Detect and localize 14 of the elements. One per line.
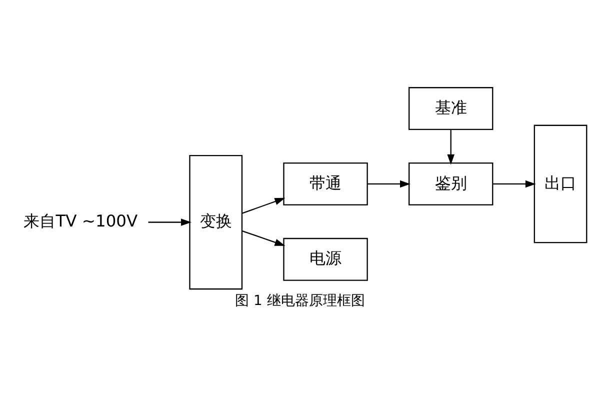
arrow [148,218,192,226]
node-box: 鉴别 [408,162,494,205]
caption: 图 1 继电器原理框图 [235,292,365,308]
arrow [447,129,455,164]
node-box: 带通 [283,162,368,205]
arrow [242,230,286,246]
node-box: 基准 [408,86,494,130]
node-text: 来自TV ~100V [24,211,138,230]
arrow [242,197,286,214]
node-box: 出口 [534,124,588,243]
arrow [367,180,410,188]
node-box: 电源 [283,237,368,280]
arrow [492,180,536,188]
node-box: 变换 [189,154,243,290]
